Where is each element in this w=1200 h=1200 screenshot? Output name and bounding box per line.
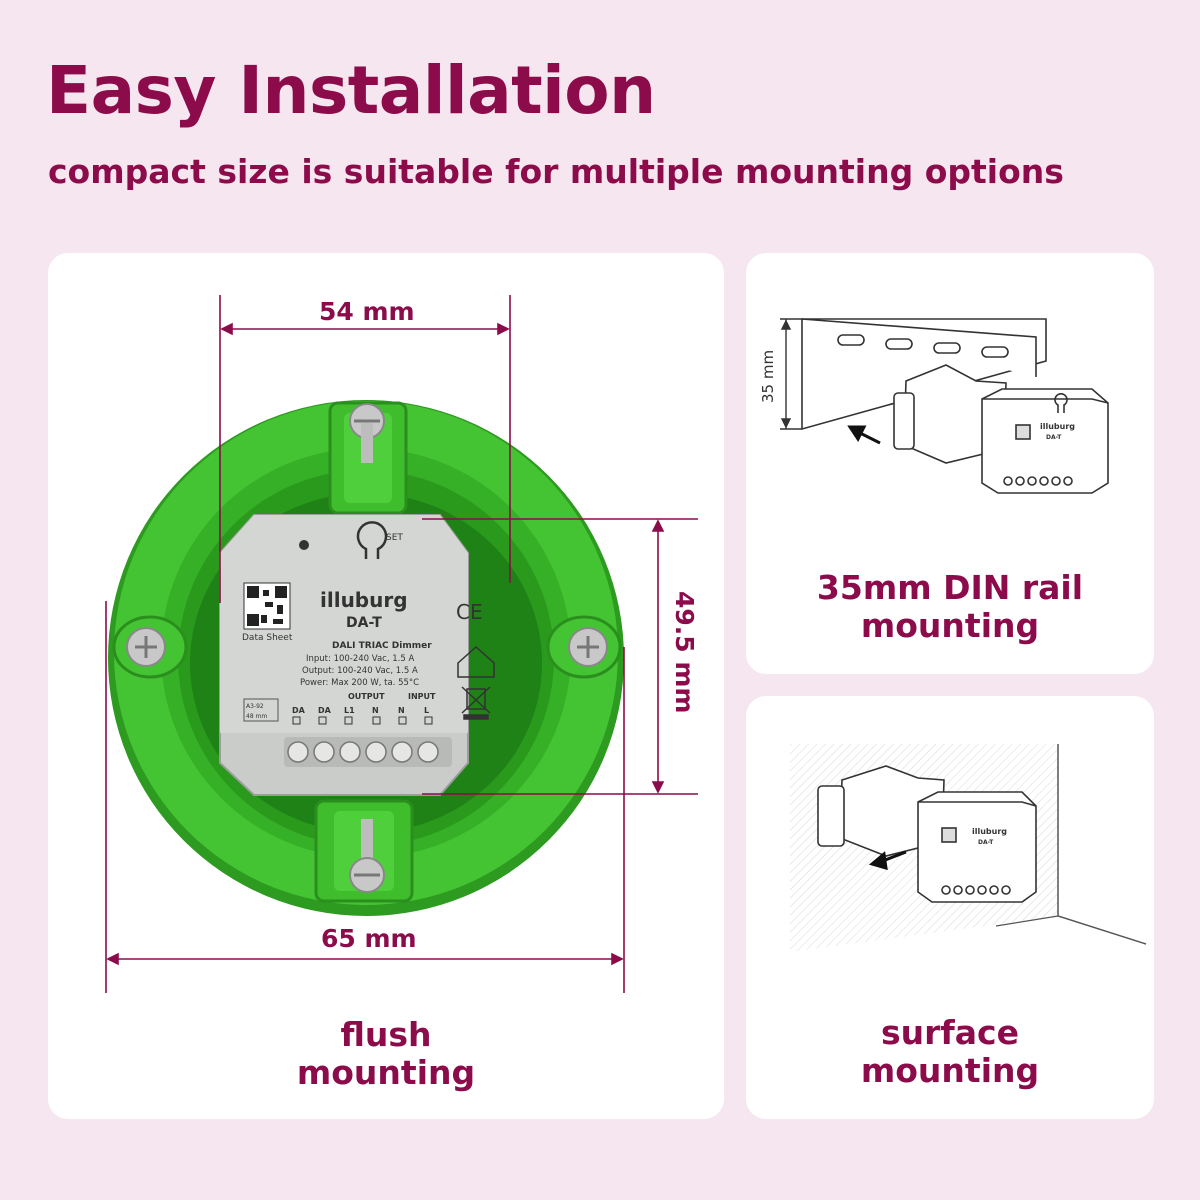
terminal-marker (344, 716, 353, 725)
terminal-label: DA (318, 706, 332, 715)
terminal-marker (318, 716, 327, 725)
small-code: A3-92 (246, 703, 264, 710)
small-code-size: 48 mm (246, 713, 267, 720)
din-rail-card: illuburg DA-T 35 mm 35mm DIN rail mounti… (746, 253, 1154, 674)
surface-brand-logo: illuburg (972, 827, 1007, 836)
dimension-right: 49.5 mm (670, 591, 699, 714)
house-icon (457, 645, 495, 678)
flush-caption-line1: flush (340, 1015, 432, 1054)
flush-caption: flush mounting (48, 1016, 724, 1092)
output-group-label: OUTPUT (348, 692, 385, 701)
surface-mounting-illustration: illuburg DA-T (790, 744, 1147, 952)
din-caption-line1: 35mm DIN rail (816, 568, 1084, 607)
power-spec: Power: Max 200 W, ta. 55°C (300, 678, 419, 688)
din-dimension: 35 mm (759, 350, 777, 403)
din-brand-logo: illuburg (1040, 422, 1075, 431)
set-label: SET (386, 533, 403, 543)
din-caption-line2: mounting (860, 606, 1040, 645)
device-name: DALI TRIAC Dimmer (332, 641, 432, 651)
model-label: DA-T (346, 615, 382, 631)
brand-logo: illuburg (320, 588, 408, 612)
arrow-icon (868, 850, 907, 871)
surface-mounting-card: illuburg DA-T surface mounting (746, 696, 1154, 1119)
dimension-bottom: 65 mm (321, 924, 417, 953)
terminal-marker (398, 716, 407, 725)
terminal-label: DA (292, 706, 306, 715)
din-model-label: DA-T (1046, 434, 1062, 441)
terminal-marker (372, 716, 381, 725)
dimension-top: 54 mm (319, 297, 415, 326)
din-rail-illustration: illuburg DA-T 35 mm (759, 318, 1109, 494)
surface-caption-line1: surface (881, 1013, 1019, 1052)
weee-bin-icon (461, 686, 491, 720)
arrow-icon (847, 425, 881, 445)
terminal-marker (424, 716, 433, 725)
output-spec: Output: 100-240 Vac, 1.5 A (302, 666, 418, 676)
input-spec: Input: 100-240 Vac, 1.5 A (306, 654, 414, 664)
terminal-label: N (372, 706, 379, 715)
din-caption: 35mm DIN rail mounting (746, 569, 1154, 645)
surface-model-label: DA-T (978, 839, 994, 846)
qr-label: Data Sheet (242, 633, 293, 643)
surface-caption-line2: mounting (860, 1051, 1040, 1090)
surface-caption: surface mounting (746, 1014, 1154, 1090)
flush-caption-line2: mounting (296, 1053, 476, 1092)
terminal-label: N (398, 706, 405, 715)
input-group-label: INPUT (408, 692, 436, 701)
terminal-label: L1 (344, 706, 355, 715)
terminal-label: L (424, 706, 429, 715)
flush-mounting-illustration: SET Data Sheet illuburg DA-T CE DALI TRI… (105, 295, 699, 993)
flush-mounting-card: SET Data Sheet illuburg DA-T CE DALI TRI… (48, 253, 724, 1119)
page-subtitle: compact size is suitable for multiple mo… (48, 152, 1064, 191)
terminal-marker (292, 716, 301, 725)
ce-mark: CE (456, 600, 483, 624)
terminal-labels: DA DA L1 N N L (292, 706, 433, 725)
page-title: Easy Installation (46, 52, 656, 129)
